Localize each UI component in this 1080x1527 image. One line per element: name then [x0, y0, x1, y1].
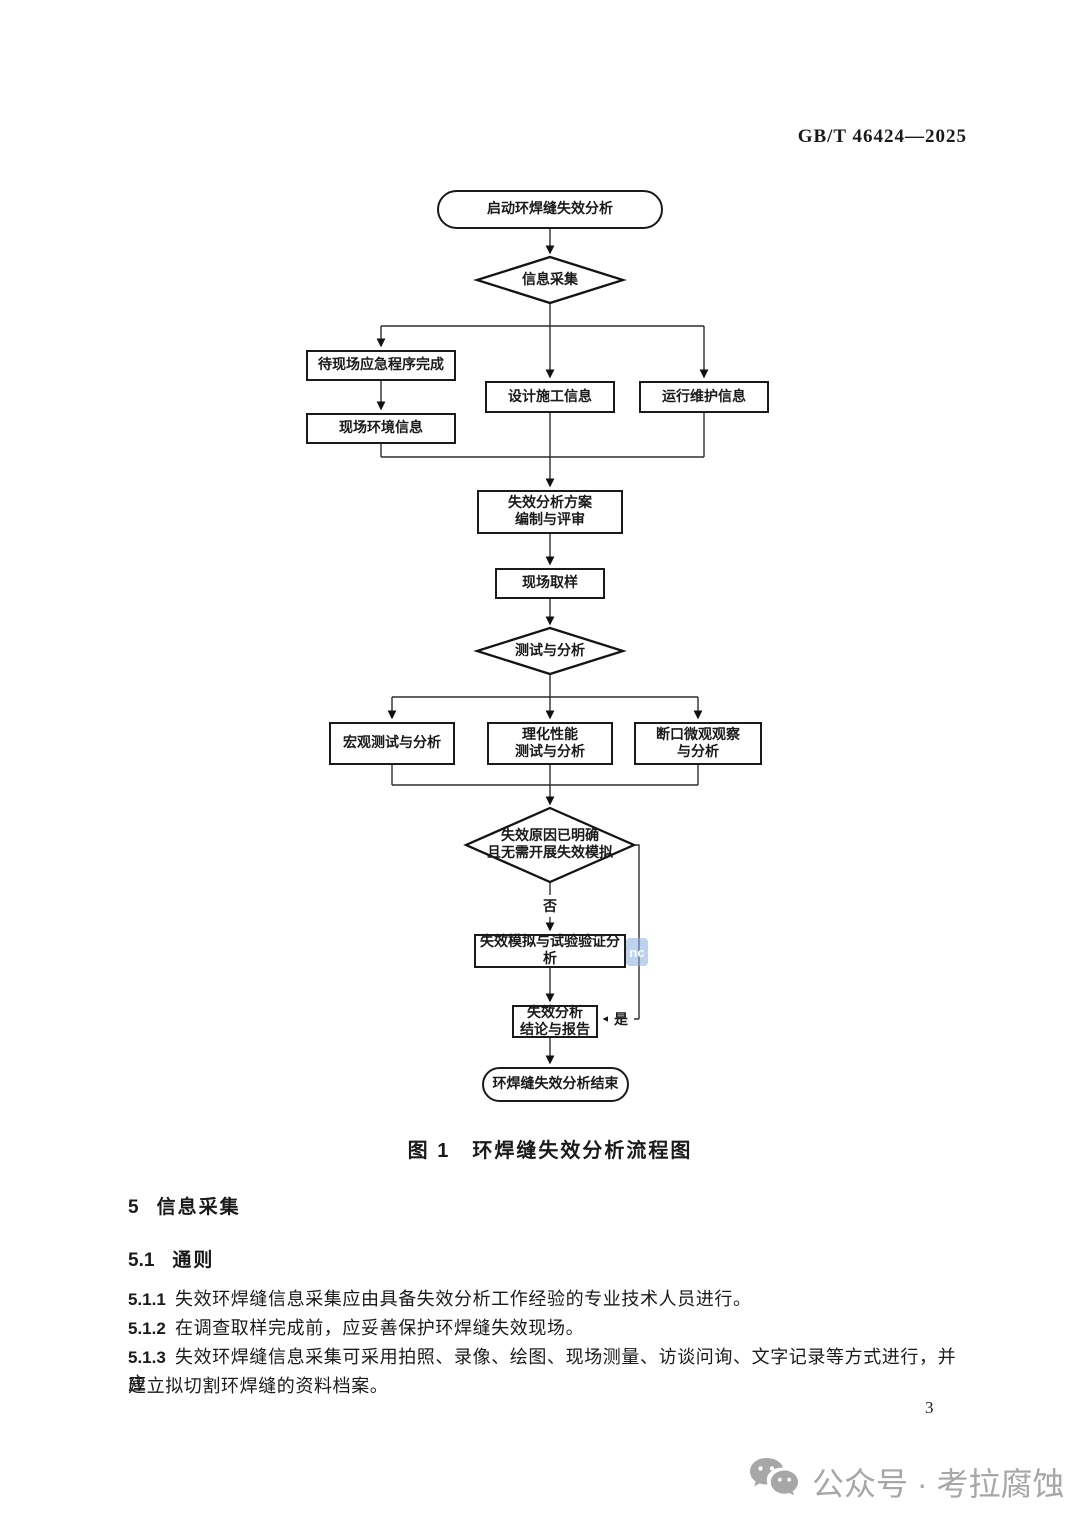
- clause-text: 失效环焊缝信息采集应由具备失效分析工作经验的专业技术人员进行。: [175, 1289, 752, 1309]
- flow-node-failure-simulation: 失效模拟与试验验证分析: [474, 934, 626, 968]
- section-number: 5.1: [128, 1250, 155, 1271]
- blue-watermark-badge: nc: [626, 938, 648, 966]
- watermark-text: 公众号 · 考拉腐蚀: [812, 1466, 1065, 1502]
- clause-5-1-1: 5.1.1 失效环焊缝信息采集应由具备失效分析工作经验的专业技术人员进行。: [128, 1286, 958, 1313]
- section-heading-5-1: 5.1 通则: [128, 1245, 214, 1272]
- flow-node-fracture-micro: 断口微观观察 与分析: [634, 722, 762, 765]
- wechat-icon: [748, 1455, 800, 1509]
- clause-number: 5.1.2: [128, 1319, 166, 1338]
- clause-text: 在调查取样完成前，应妥善保护环焊缝失效现场。: [175, 1318, 585, 1338]
- page-number: 3: [925, 1398, 934, 1417]
- section-heading-5: 5 信息采集: [128, 1192, 241, 1219]
- flow-node-site-sampling: 现场取样: [495, 568, 605, 599]
- flow-node-plan-review: 失效分析方案 编制与评审: [477, 490, 623, 534]
- figure-caption: 图 1 环焊缝失效分析流程图: [407, 1140, 693, 1162]
- clause-5-1-3-continued: 建立拟切割环焊缝的资料档案。: [128, 1373, 958, 1399]
- flow-node-design-info: 设计施工信息: [485, 381, 615, 413]
- flow-node-phys-chem-test: 理化性能 测试与分析: [487, 722, 613, 765]
- flow-node-start: 启动环焊缝失效分析: [437, 190, 663, 229]
- flow-label-no: 否: [535, 895, 565, 917]
- clause-text: 建立拟切割环焊缝的资料档案。: [128, 1376, 389, 1396]
- flowchart-connectors: [376, 229, 709, 1065]
- flow-node-macro-test: 宏观测试与分析: [329, 722, 455, 765]
- flow-node-end: 环焊缝失效分析结束: [482, 1067, 629, 1102]
- flow-decision-cause-clear: 失效原因已明确 且无需开展失效模拟: [487, 829, 613, 861]
- section-title: 通则: [172, 1250, 215, 1271]
- clause-number: 5.1.3: [128, 1348, 166, 1367]
- flow-decision-test-analysis: 测试与分析: [515, 643, 585, 659]
- clause-text: 失效环焊缝信息采集可采用拍照、录像、绘图、现场测量、访谈问询、文字记录等方式进行…: [128, 1347, 957, 1394]
- standard-code: GB/T 46424—2025: [797, 126, 967, 147]
- section-number: 5: [128, 1197, 139, 1218]
- clause-5-1-2: 5.1.2 在调查取样完成前，应妥善保护环焊缝失效现场。: [128, 1315, 958, 1342]
- flow-node-op-maint-info: 运行维护信息: [639, 381, 769, 413]
- clause-number: 5.1.1: [128, 1290, 166, 1309]
- flow-label-yes: 是: [608, 1008, 634, 1030]
- flow-node-site-environment: 现场环境信息: [306, 413, 456, 444]
- flow-decision-info-collection: 信息采集: [522, 272, 578, 288]
- section-title: 信息采集: [156, 1197, 241, 1218]
- flow-node-conclusion-report: 失效分析 结论与报告: [512, 1005, 598, 1038]
- flow-node-wait-emergency: 待现场应急程序完成: [306, 350, 456, 381]
- wechat-watermark: 公众号 · 考拉腐蚀: [748, 1453, 1068, 1511]
